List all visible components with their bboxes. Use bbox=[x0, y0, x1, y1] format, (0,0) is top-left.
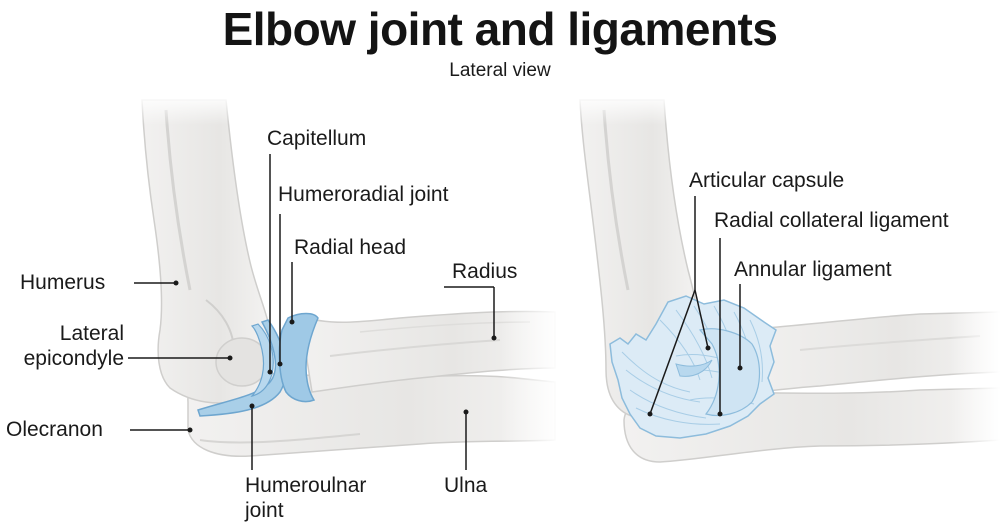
right-elbow-diagram bbox=[570, 95, 1000, 470]
radius-bone-right bbox=[739, 311, 1000, 395]
label-ulna: Ulna bbox=[444, 474, 488, 497]
annular-ligament-shape bbox=[698, 328, 761, 417]
humerus-bone bbox=[141, 99, 273, 404]
label-humeroulnar-joint-line2: joint bbox=[245, 499, 284, 522]
label-lateral-epicondyle-line2: epicondyle bbox=[23, 347, 124, 370]
diagram-title: Elbow joint and ligaments bbox=[222, 3, 778, 55]
radial-head bbox=[278, 312, 319, 403]
label-radial-collateral-ligament: Radial collateral ligament bbox=[714, 209, 949, 232]
label-humerus: Humerus bbox=[20, 271, 106, 294]
capitellum-cartilage bbox=[250, 323, 274, 398]
label-olecranon: Olecranon bbox=[6, 418, 103, 441]
diagram-subtitle: Lateral view bbox=[449, 60, 551, 81]
label-humeroradial-joint: Humeroradial joint bbox=[278, 183, 449, 206]
left-elbow-diagram bbox=[128, 95, 560, 470]
label-articular-capsule: Articular capsule bbox=[689, 169, 845, 192]
label-radial-head: Radial head bbox=[294, 236, 407, 259]
label-annular-ligament: Annular ligament bbox=[734, 258, 892, 281]
label-radius: Radius bbox=[452, 260, 518, 283]
label-lateral-epicondyle-line1: Lateral bbox=[59, 322, 124, 345]
label-capitellum: Capitellum bbox=[267, 127, 367, 150]
label-humeroulnar-joint-line1: Humeroulnar bbox=[245, 474, 367, 497]
